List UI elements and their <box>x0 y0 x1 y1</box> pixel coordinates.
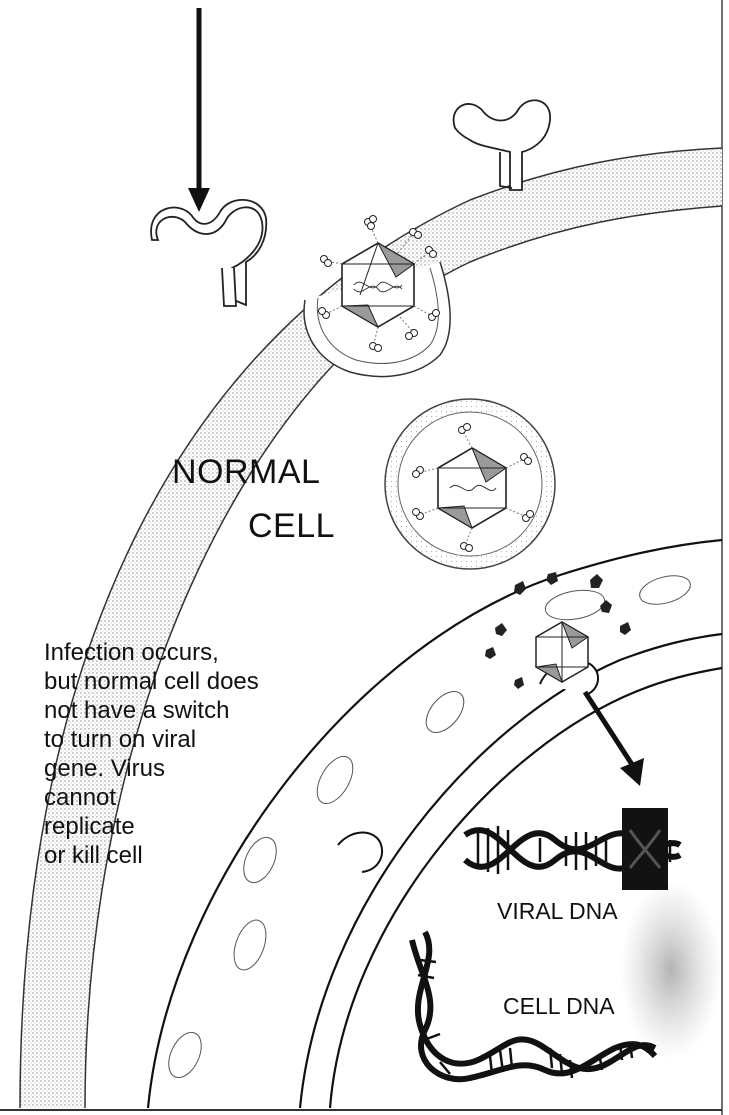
infection-description: Infection occurs, but normal cell does n… <box>44 638 314 870</box>
normal-cell-title-line1: NORMAL <box>172 452 320 492</box>
normal-cell-title-line2: CELL <box>248 506 335 546</box>
cell-dna-label: CELL DNA <box>503 993 615 1020</box>
entry-arrow-head <box>188 188 210 212</box>
nuclear-pore-lower <box>338 833 382 872</box>
scan-shadow <box>620 880 722 1060</box>
description-line: Infection occurs, <box>44 638 314 667</box>
description-line: cannot <box>44 783 314 812</box>
description-line: to turn on viral <box>44 725 314 754</box>
description-line: or kill cell <box>44 841 314 870</box>
receptor-left <box>151 200 266 306</box>
viral-dna-label: VIRAL DNA <box>497 898 618 925</box>
description-line: but normal cell does <box>44 667 314 696</box>
description-line: replicate <box>44 812 314 841</box>
receptor-right <box>454 100 551 190</box>
description-line: not have a switch <box>44 696 314 725</box>
viral-dna-helix <box>465 808 680 890</box>
description-line: gene. Virus <box>44 754 314 783</box>
